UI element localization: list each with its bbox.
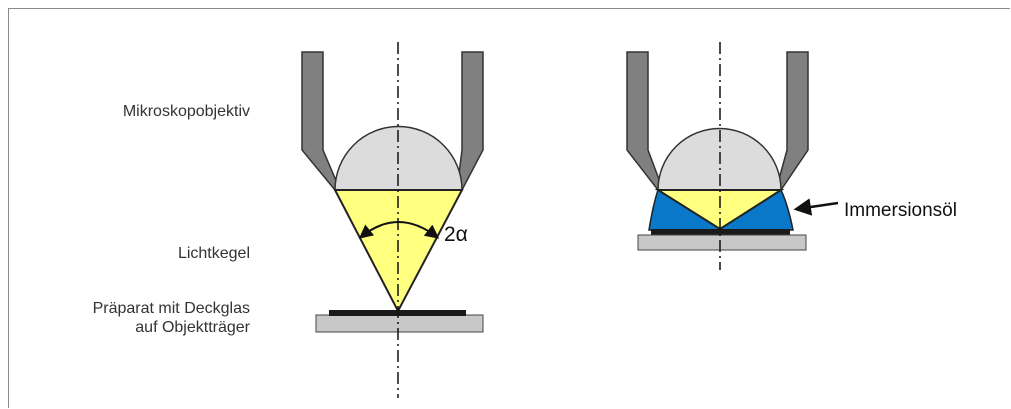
object-slide (315, 314, 484, 333)
oil-pointer-arrow (793, 198, 839, 216)
objective-label: Mikroskopobjektiv (122, 103, 250, 120)
objective-housing-right (456, 51, 484, 191)
specimen-label-line1: Präparat mit Deckglas (92, 300, 250, 317)
immersion-objective (626, 42, 839, 270)
immersion-cover-glass (651, 229, 790, 235)
immersion-oil-label: Immersionsöl (844, 200, 957, 221)
angle-label: 2α (444, 223, 468, 246)
diagram-frame (8, 8, 1010, 408)
light-cone-label: Lichtkegel (177, 245, 250, 262)
objective-housing-left (301, 51, 342, 191)
immersion-housing-left (626, 51, 665, 191)
dry-objective (301, 42, 484, 398)
specimen-label-line2: auf Objektträger (135, 319, 250, 336)
immersion-object-slide (637, 234, 807, 251)
specimen-label: Präparat mit Deckglas auf Objektträger (93, 299, 250, 337)
immersion-housing-right (775, 51, 809, 191)
